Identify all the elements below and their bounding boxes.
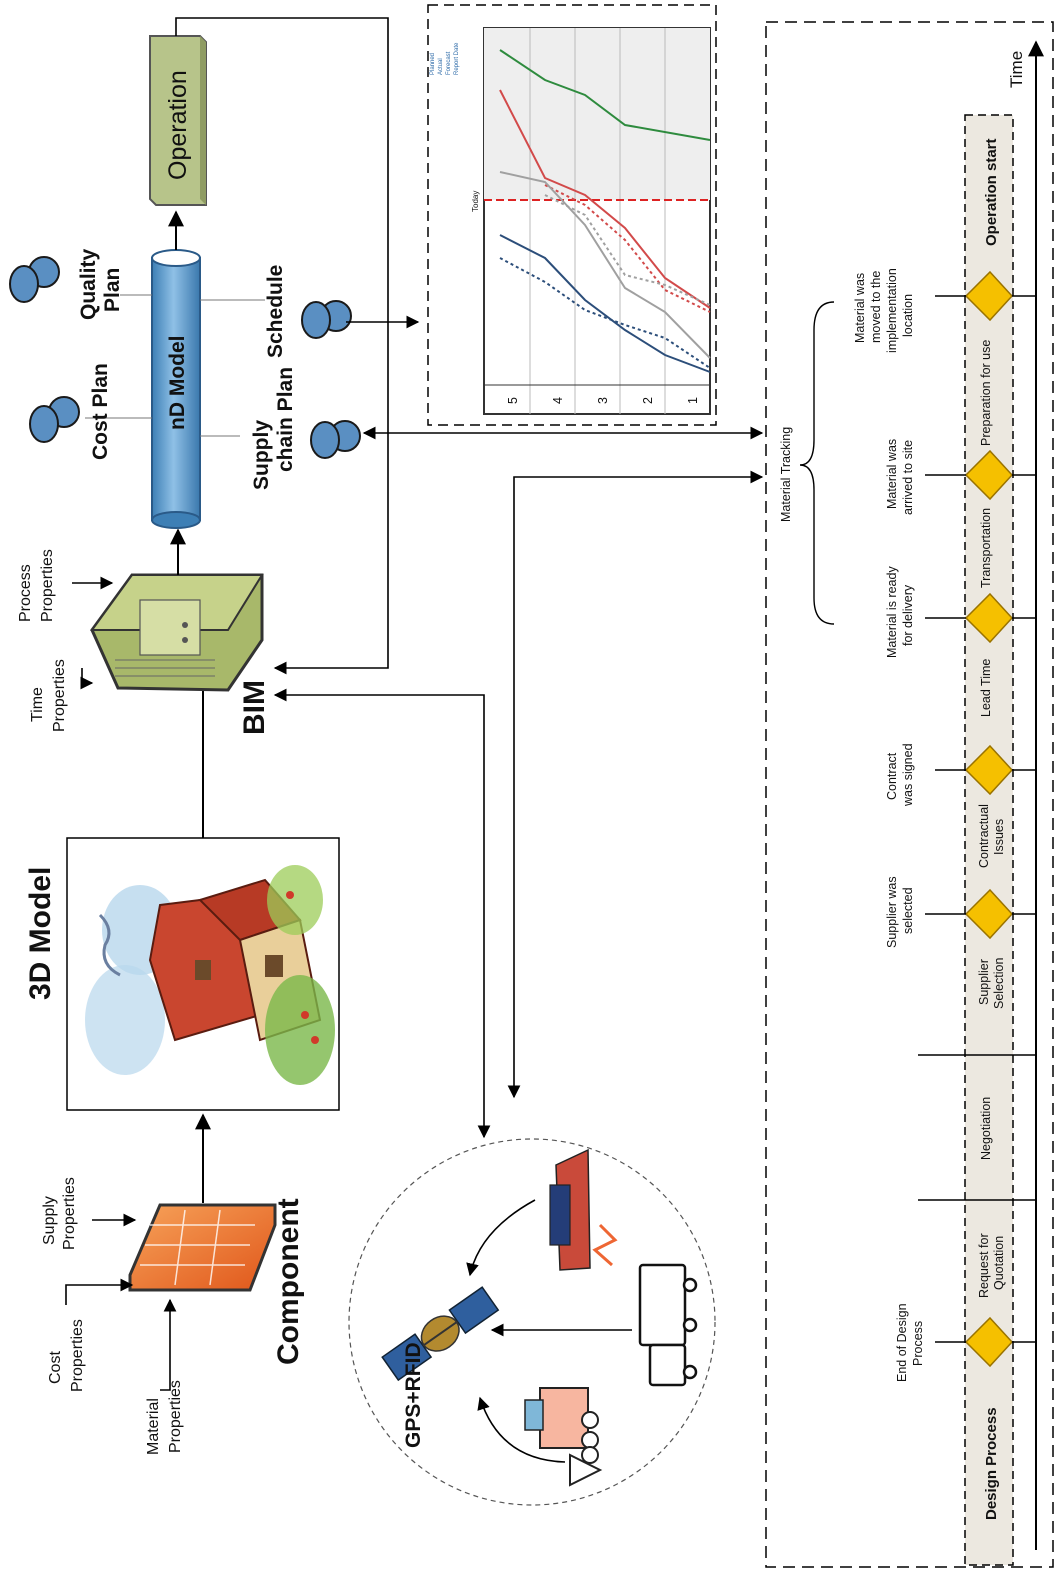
chart-legend: Planned Actual Forecast Report Date <box>430 42 460 75</box>
person-icon-supply <box>310 420 361 459</box>
ship-icon <box>549 1148 618 1271</box>
operation-block: Operation <box>149 17 389 675</box>
person-icon-quality <box>9 256 60 303</box>
chart-tick-labels: 5 4 3 2 1 <box>506 397 700 404</box>
time-axis-label: Time <box>1007 51 1026 88</box>
schedule-chart: Today 5 4 3 2 1 Planned Actual Forecast … <box>427 4 717 426</box>
tracking-bracket <box>799 301 835 625</box>
phase-request-quotation: Request forQuotation <box>977 1233 1006 1298</box>
satellite-icon <box>381 1286 500 1382</box>
series-line-blue-dotted <box>499 257 711 369</box>
chart-lines <box>499 49 711 373</box>
person-icon-cost <box>29 396 80 443</box>
gps-rfid-block: GPS+RFID <box>348 1138 716 1506</box>
3d-model-title: 3D Model <box>24 867 57 1000</box>
phase-negotiation: Negotiation <box>979 1097 993 1160</box>
series-line-gray <box>499 171 711 359</box>
phase-contractual-issues: ContractualIssues <box>977 804 1006 868</box>
milestone-diamond <box>964 592 1014 644</box>
milestone-diamond <box>964 744 1014 796</box>
series-line-red <box>499 89 711 309</box>
supply-chain-plan-label: Supplychain Plan <box>250 367 297 490</box>
phase-operation-start: Operation start <box>983 138 1000 246</box>
timeline-block: Time Design Process Request forQuotation… <box>765 21 1054 1568</box>
series-line-red-dotted <box>544 184 711 313</box>
milestone-diamond <box>964 1316 1014 1368</box>
tick-label: 3 <box>596 397 610 404</box>
legend-item: Planned <box>430 53 436 75</box>
truck-icon <box>638 1263 698 1387</box>
schedule-label: Schedule <box>264 265 287 358</box>
milestone-diamond <box>964 449 1014 501</box>
legend-item: Actual <box>438 58 444 75</box>
today-label: Today <box>471 191 480 212</box>
nd-model-block: nD Model <box>85 210 265 529</box>
3d-model-block: 3D Model <box>24 666 340 1111</box>
gps-rfid-title: GPS+RFID <box>402 1342 425 1448</box>
legend-item: Report Date <box>454 42 460 75</box>
phase-supplier-selection: SupplierSelection <box>977 958 1006 1009</box>
component-icon <box>128 1203 277 1292</box>
component-title: Component <box>272 1198 305 1365</box>
series-line-green <box>499 49 711 141</box>
phase-design-process: Design Process <box>983 1407 1000 1520</box>
tick-label: 2 <box>641 397 655 404</box>
cost-plan-label: Cost Plan <box>89 363 112 460</box>
bim-title: BIM <box>238 680 271 735</box>
nd-model-title: nD Model <box>166 336 189 431</box>
phase-preparation-use: Preparation for use <box>979 340 993 446</box>
tick-label: 5 <box>506 397 520 404</box>
legend-item: Forecast <box>446 51 452 75</box>
milestone-diamonds <box>964 270 1014 1368</box>
person-icon-schedule <box>301 300 352 339</box>
tick-label: 1 <box>686 397 700 404</box>
series-line-gray-dotted <box>544 194 711 306</box>
material-tracking-label: Material Tracking <box>779 427 793 522</box>
person-icons <box>9 256 361 459</box>
train-icon <box>524 1387 603 1487</box>
phase-lead-time: Lead Time <box>979 659 993 717</box>
tick-label: 4 <box>551 397 565 404</box>
operation-title: Operation <box>164 70 192 180</box>
quality-plan-label: QualityPlan <box>77 248 124 320</box>
milestone-diamond <box>964 270 1014 322</box>
milestone-diamond <box>964 888 1014 940</box>
phase-transportation: Transportation <box>979 508 993 588</box>
series-line-blue <box>499 234 711 373</box>
